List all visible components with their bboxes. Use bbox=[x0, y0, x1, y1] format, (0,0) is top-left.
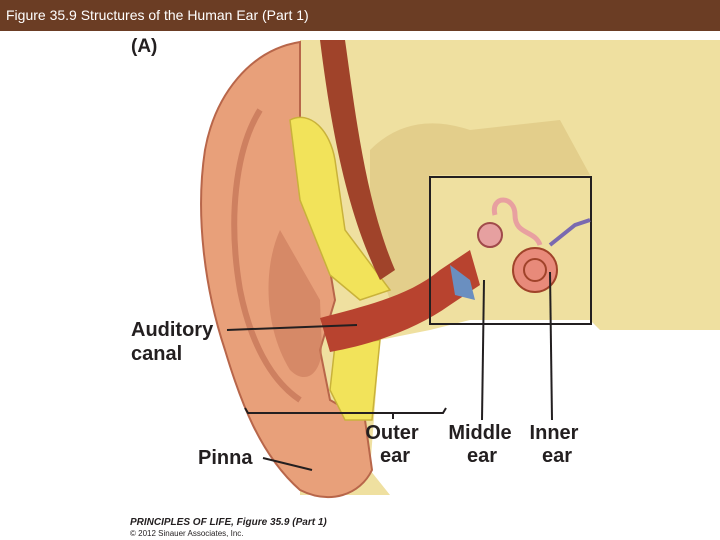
middle-ear-label-line2: ear bbox=[467, 445, 497, 467]
figure-title: Figure 35.9 Structures of the Human Ear … bbox=[6, 7, 309, 23]
title-bar: Figure 35.9 Structures of the Human Ear … bbox=[0, 0, 720, 31]
auditory-canal-label-line1: Auditory bbox=[131, 319, 214, 341]
credit-line-2: © 2012 Sinauer Associates, Inc. bbox=[130, 529, 244, 538]
outer-ear-label-line1: Outer bbox=[365, 422, 419, 444]
outer-ear-label-line2: ear bbox=[380, 445, 410, 467]
auditory-canal-label-line2: canal bbox=[131, 343, 182, 365]
inner-ear-label-line2: ear bbox=[542, 445, 572, 467]
ear-diagram: (A) Auditory canal Pinna Outer ear Middl… bbox=[0, 31, 720, 540]
panel-label: (A) bbox=[131, 36, 157, 57]
pinna-label: Pinna bbox=[198, 447, 253, 469]
ossicle bbox=[478, 223, 502, 247]
middle-ear-label-line1: Middle bbox=[448, 422, 511, 444]
inner-ear-label-line1: Inner bbox=[530, 422, 579, 444]
credit-line-1: PRINCIPLES OF LIFE, Figure 35.9 (Part 1) bbox=[130, 517, 327, 528]
